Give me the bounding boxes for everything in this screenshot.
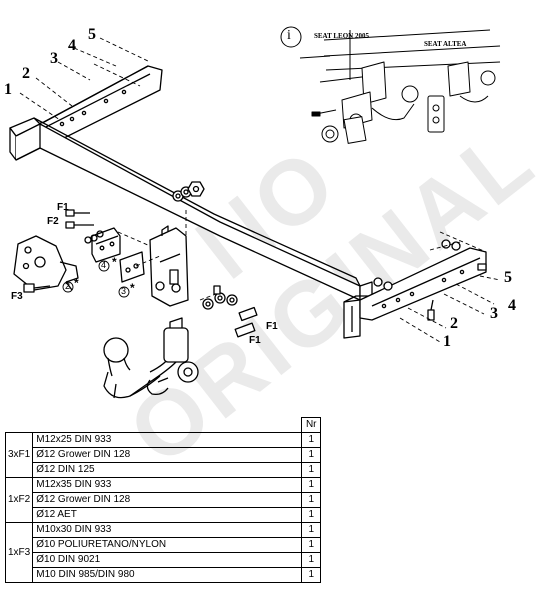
- circle-4: [98, 260, 110, 272]
- part-description: M12x25 DIN 933: [32, 432, 303, 448]
- leader-lines: [19, 37, 501, 343]
- right-hardware: [373, 239, 487, 321]
- inset-caption-seat-leon: SEAT LEON 2005: [314, 32, 369, 40]
- parts-table: Nr 3xF1 M12x25 DIN 933 1 Ø12 Grower DIN …: [4, 417, 322, 583]
- part-qty: 1: [301, 477, 322, 493]
- table-row: Ø12 Grower DIN 128 1: [6, 447, 322, 463]
- qty-header: Nr: [301, 417, 322, 433]
- part-qty: 1: [301, 537, 322, 553]
- group-label: 1xF3: [4, 522, 34, 583]
- callout-right-4: 4: [508, 297, 516, 314]
- label-f3: F3: [11, 291, 23, 302]
- part-qty: 1: [301, 552, 322, 568]
- circle-3-digit: 3: [121, 286, 127, 296]
- part-description: Ø12 DIN 125: [32, 462, 303, 478]
- main-crossbar: [9, 117, 373, 339]
- callout-left-4: 4: [68, 37, 76, 54]
- part-qty: 1: [301, 522, 322, 538]
- tow-ball-neck: [103, 317, 199, 399]
- table-header-row: Nr: [5, 417, 322, 433]
- label-f1-right-b: F1: [249, 335, 261, 346]
- part-qty: 1: [301, 447, 322, 463]
- inset-caption-seat-altea: SEAT ALTEA: [424, 40, 467, 48]
- part-description: Ø12 Grower DIN 128: [32, 447, 303, 463]
- circle-2-digit: 2: [65, 281, 71, 291]
- table-row: M10 DIN 985/DIN 980 1: [6, 567, 322, 583]
- table-row: Ø12 AET 1: [6, 507, 322, 523]
- label-f1-right-a: F1: [266, 321, 278, 332]
- group-label: 1xF2: [4, 477, 34, 523]
- star-4: *: [112, 255, 117, 269]
- part-description: Ø12 AET: [32, 507, 303, 523]
- bolts-f1-f2: [65, 209, 104, 244]
- callout-right-1: 1: [443, 333, 451, 350]
- part-description: Ø10 DIN 9021: [32, 552, 303, 568]
- star-3: *: [130, 281, 135, 295]
- part-qty: 1: [301, 492, 322, 508]
- ball-mount-bracket: [149, 225, 189, 307]
- table-row: 3xF1 M12x25 DIN 933 1: [4, 432, 322, 478]
- callout-left-5: 5: [88, 26, 96, 43]
- part-qty: 1: [301, 462, 322, 478]
- washer-stack-top: [172, 181, 205, 202]
- callout-right-5: 5: [504, 269, 512, 286]
- group-label: 3xF1: [4, 432, 34, 478]
- part-qty: 1: [301, 507, 322, 523]
- info-symbol: i: [287, 28, 291, 43]
- table-row: Ø10 DIN 9021 1: [6, 552, 322, 568]
- bolt-f3: [23, 283, 51, 293]
- part-description: Ø12 Grower DIN 128: [32, 492, 303, 508]
- table-row: Ø10 POLIURETANO/NYLON 1: [6, 537, 322, 553]
- callout-right-2: 2: [450, 315, 458, 332]
- part-qty: 1: [301, 567, 322, 583]
- callout-left-1: 1: [4, 81, 12, 98]
- table-row: 1xF2 M12x35 DIN 933 1: [4, 477, 322, 523]
- vehicle-inset: [299, 29, 501, 144]
- table-row: Ø12 DIN 125 1: [6, 462, 322, 478]
- part-qty: 1: [301, 432, 322, 448]
- callout-left-2: 2: [22, 65, 30, 82]
- table-row: 1xF3 M10x30 DIN 933 1: [4, 522, 322, 583]
- label-f1-top: F1: [57, 202, 69, 213]
- circle-2: [62, 281, 74, 293]
- table-row: Ø12 Grower DIN 128 1: [6, 492, 322, 508]
- callout-right-3: 3: [490, 305, 498, 322]
- part-description: M12x35 DIN 933: [32, 477, 303, 493]
- circle-3: [118, 286, 130, 298]
- part-description: M10x30 DIN 933: [32, 522, 303, 538]
- part-description: Ø10 POLIURETANO/NYLON: [32, 537, 303, 553]
- label-f2: F2: [47, 216, 59, 227]
- part-description: M10 DIN 985/DIN 980: [32, 567, 303, 583]
- circle-4-digit: 4: [101, 260, 107, 270]
- star-2: *: [74, 276, 79, 290]
- neck-plate: [119, 251, 145, 283]
- callout-left-3: 3: [50, 50, 58, 67]
- side-plate: [13, 235, 79, 291]
- info-circle: [280, 26, 302, 48]
- right-end-bracket: [359, 247, 487, 321]
- washer-stack-bottom: [202, 285, 258, 338]
